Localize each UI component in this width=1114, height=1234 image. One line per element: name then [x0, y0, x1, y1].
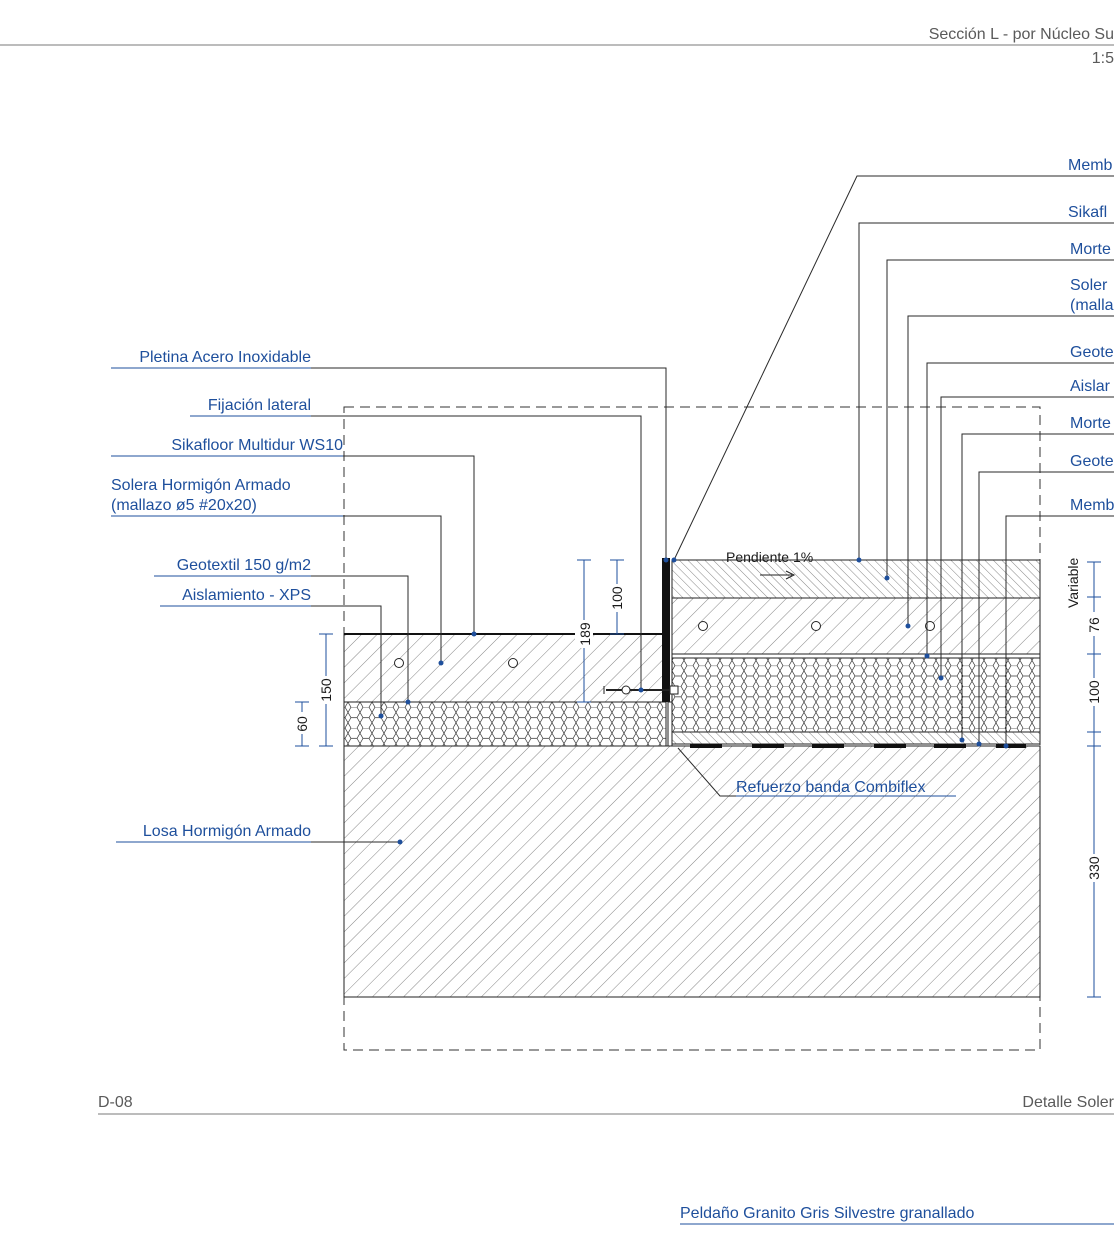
slope-note-text: Pendiente 1%	[726, 549, 813, 565]
label-peldano: Peldaño Granito Gris Silvestre granallad…	[680, 1205, 974, 1222]
left-layers	[343, 633, 667, 747]
right-callouts: Memb Sikafl Morte Soler (malla Geote Ais…	[671, 157, 1114, 749]
label-right-membrana-bottom: Memb	[1070, 497, 1114, 514]
label-losa: Losa Hormigón Armado	[143, 823, 311, 840]
label-right-mortero: Morte	[1070, 241, 1111, 258]
dim-330: 330	[1086, 856, 1102, 880]
xps-right	[671, 657, 1041, 733]
label-solera-2: (mallazo ø5 #20x20)	[111, 497, 257, 514]
label-right-solera-2: (malla	[1070, 297, 1114, 314]
combiflex-callout: Refuerzo banda Combiflex	[677, 747, 956, 797]
dim-100-right: 100	[1086, 680, 1102, 704]
label-combiflex: Refuerzo banda Combiflex	[736, 779, 925, 796]
dimension-texts-right: Variable 76 100 330	[1065, 557, 1103, 882]
label-aislamiento: Aislamiento - XPS	[182, 587, 311, 604]
label-sikafloor: Sikafloor Multidur WS10	[171, 437, 343, 454]
mortero-right	[671, 653, 1041, 659]
sikafloor-right	[671, 559, 1041, 599]
label-right-solera-1: Soler	[1070, 277, 1108, 294]
xps-left	[343, 701, 667, 747]
solera-right	[671, 597, 1041, 655]
drawing-title: Sección L - por Núcleo Su	[929, 26, 1114, 43]
label-solera-1: Solera Hormigón Armado	[111, 477, 291, 494]
dim-100-left: 100	[609, 586, 625, 610]
losa-base	[343, 745, 1041, 998]
dim-variable: Variable	[1065, 557, 1081, 608]
label-right-aislamiento: Aislar	[1070, 378, 1111, 395]
mortero-low-right	[671, 731, 1041, 745]
solera-left	[343, 633, 667, 703]
slope-note: Pendiente 1%	[726, 549, 813, 580]
label-right-sikafloor: Sikafl	[1068, 204, 1107, 221]
label-geotextil: Geotextil 150 g/m2	[177, 557, 311, 574]
label-right-geotextil-2: Geote	[1070, 453, 1114, 470]
label-right-membrana-top: Memb	[1068, 157, 1113, 174]
detail-code: D-08	[98, 1094, 133, 1111]
dim-150: 150	[318, 678, 334, 702]
label-pletina: Pletina Acero Inoxidable	[139, 349, 311, 366]
footer: D-08 Detalle Soler	[98, 1094, 1114, 1115]
detail-title: Detalle Soler	[1022, 1094, 1114, 1111]
dimension-texts-left: 189 100 150 60	[293, 584, 626, 734]
label-right-geotextil: Geote	[1070, 344, 1114, 361]
label-right-mortero-2: Morte	[1070, 415, 1111, 432]
dim-189: 189	[577, 622, 593, 646]
left-callouts: Pletina Acero Inoxidable Fijación latera…	[111, 349, 669, 845]
rebar-circles	[394, 621, 935, 668]
next-detail: Peldaño Granito Gris Silvestre granallad…	[680, 1205, 1114, 1225]
drawing-scale: 1:5	[1092, 50, 1114, 67]
right-layers	[671, 559, 1041, 748]
label-fijacion: Fijación lateral	[208, 397, 311, 414]
dim-60: 60	[294, 716, 310, 732]
dim-76: 76	[1086, 617, 1102, 633]
header: Sección L - por Núcleo Su 1:5	[0, 26, 1114, 67]
steel-plate	[603, 558, 679, 747]
